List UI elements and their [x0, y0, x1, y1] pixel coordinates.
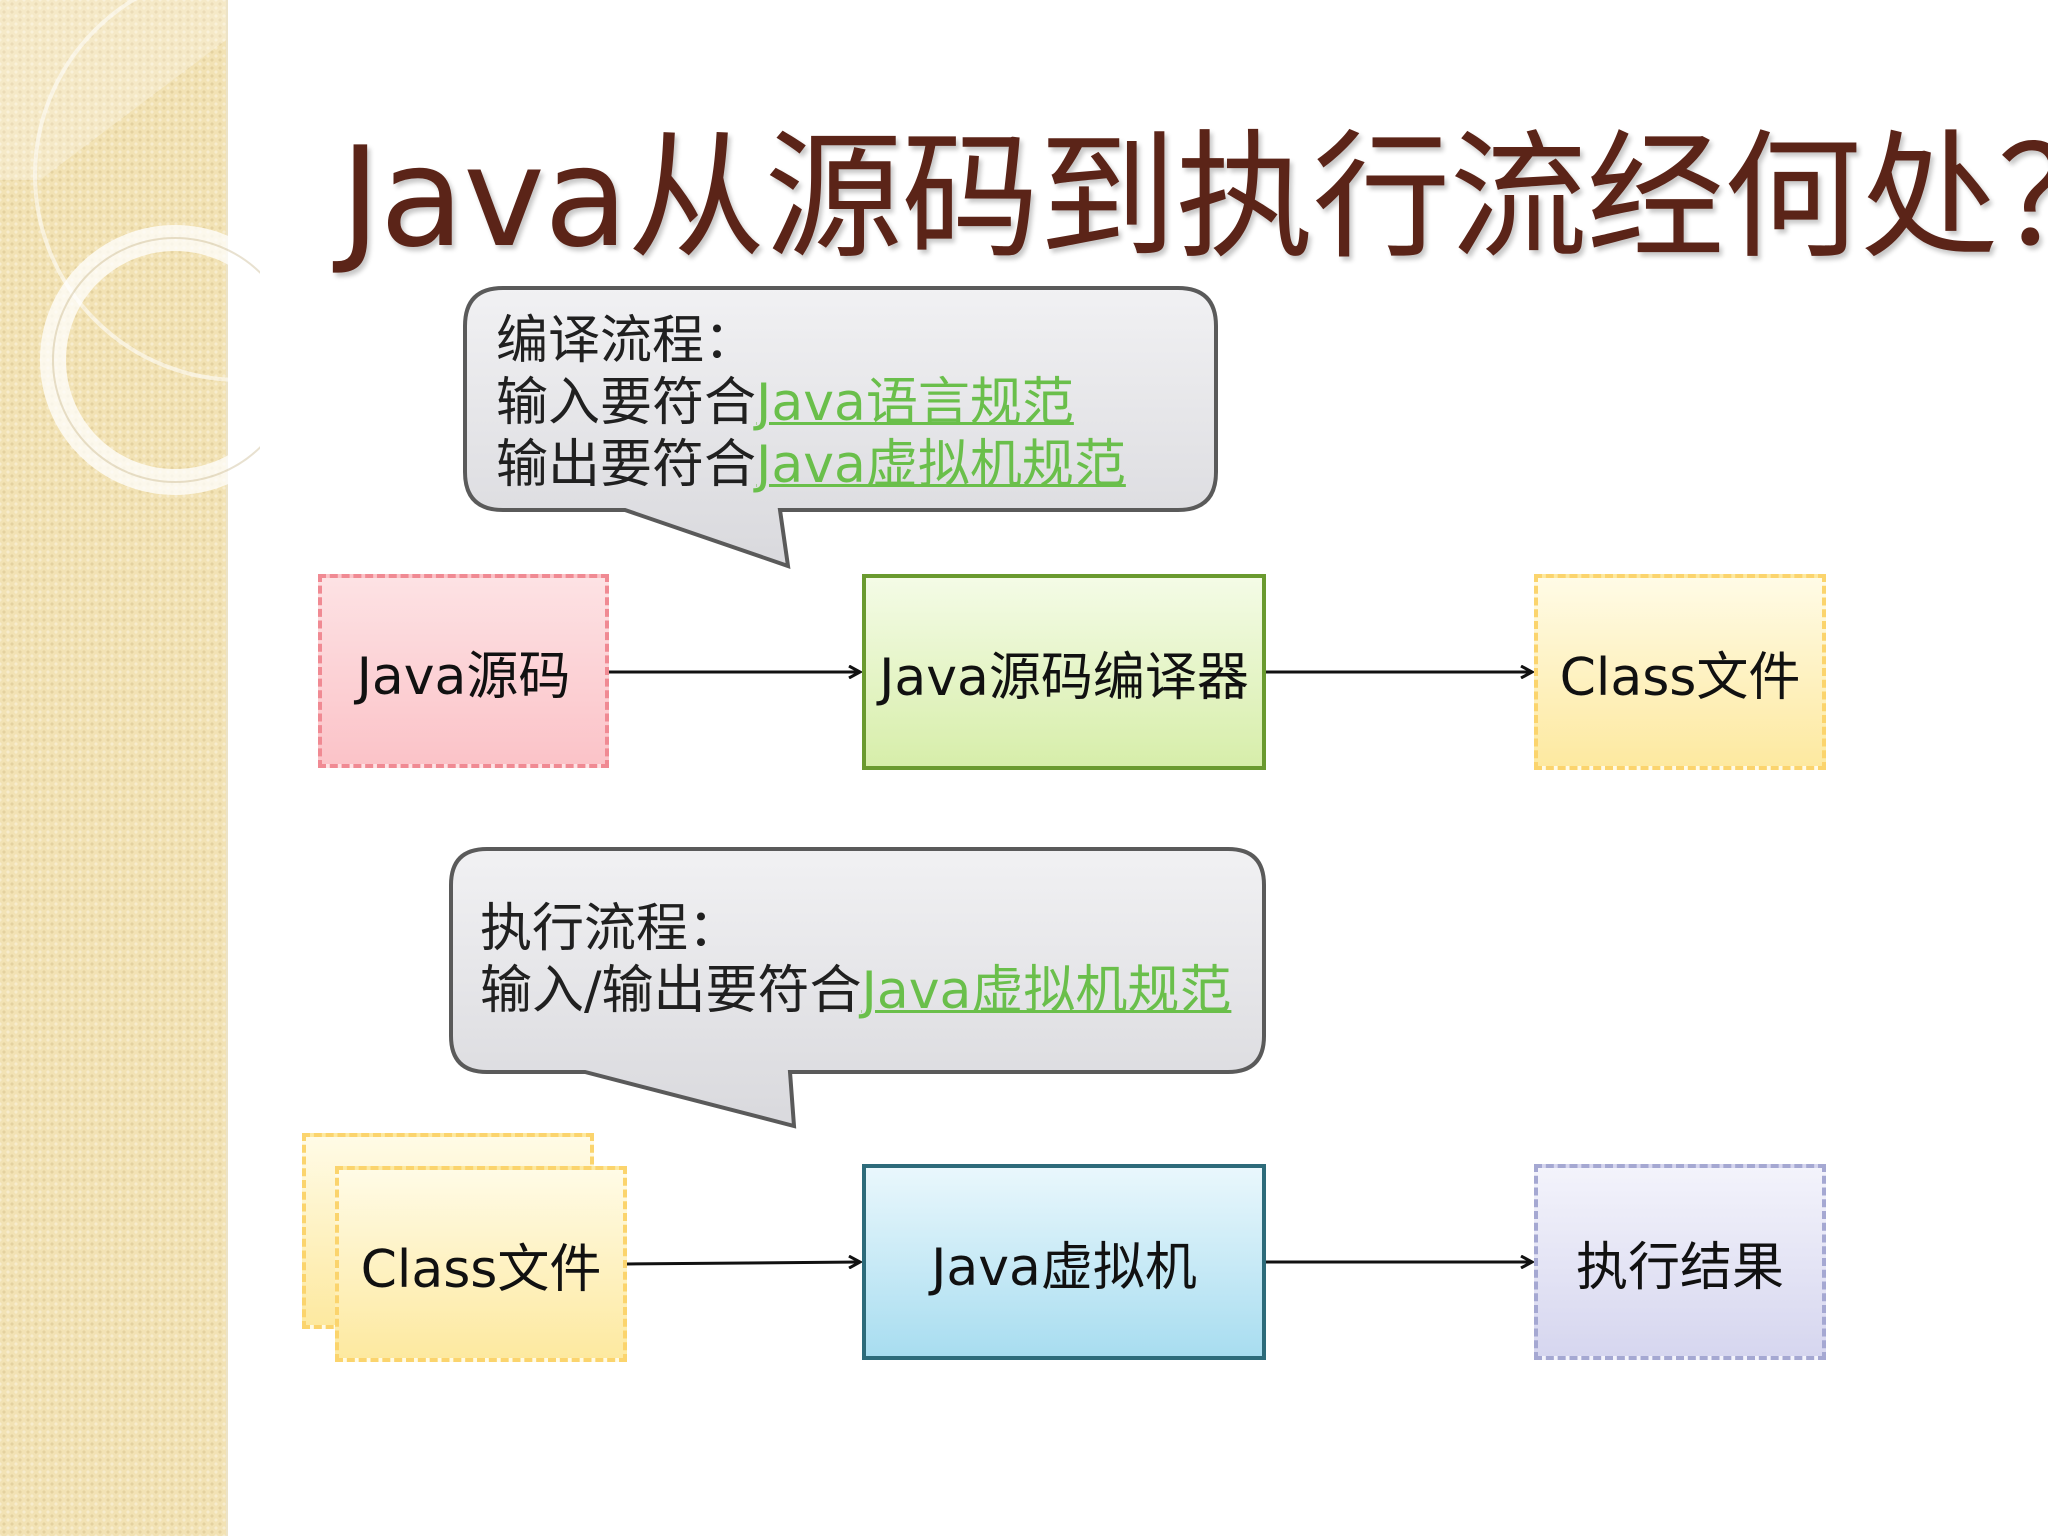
compile-callout-line1: 输入要符合Java语言规范 [496, 372, 1126, 434]
arrow-class-to-vm [626, 1262, 860, 1264]
compile-line2-prefix: 输出要符合 [496, 435, 757, 495]
compile-callout-line2: 输出要符合Java虚拟机规范 [496, 434, 1126, 496]
execute-callout-bubble [449, 847, 1266, 1129]
compile-callout-bubble [463, 286, 1218, 569]
compile-line1-prefix: 输入要符合 [496, 373, 757, 433]
node-java-source: Java源码 [318, 574, 609, 768]
node-class-file-output: Class文件 [1534, 574, 1826, 770]
jvm-spec-link-execute[interactable]: Java虚拟机规范 [861, 961, 1232, 1021]
slide-title: Java从源码到执行流经何处？ [340, 117, 2048, 278]
execute-callout-line1: 输入/输出要符合Java虚拟机规范 [480, 960, 1231, 1022]
jvm-spec-link-compile[interactable]: Java虚拟机规范 [756, 435, 1126, 495]
java-language-spec-link[interactable]: Java语言规范 [756, 373, 1074, 433]
execute-line1-prefix: 输入/输出要符合 [480, 961, 862, 1021]
node-java-compiler: Java源码编译器 [862, 574, 1266, 770]
compile-callout-heading: 编译流程： [496, 311, 757, 371]
node-java-vm: Java虚拟机 [862, 1164, 1266, 1360]
node-class-file-input: Class文件 [335, 1166, 627, 1362]
compile-callout-text: 编译流程： 输入要符合Java语言规范 输出要符合Java虚拟机规范 [496, 310, 1126, 496]
execute-callout-text: 执行流程： 输入/输出要符合Java虚拟机规范 [480, 898, 1231, 1022]
execute-callout-heading: 执行流程： [480, 899, 741, 959]
decorative-rings [0, 0, 260, 495]
node-execution-result: 执行结果 [1534, 1164, 1826, 1360]
